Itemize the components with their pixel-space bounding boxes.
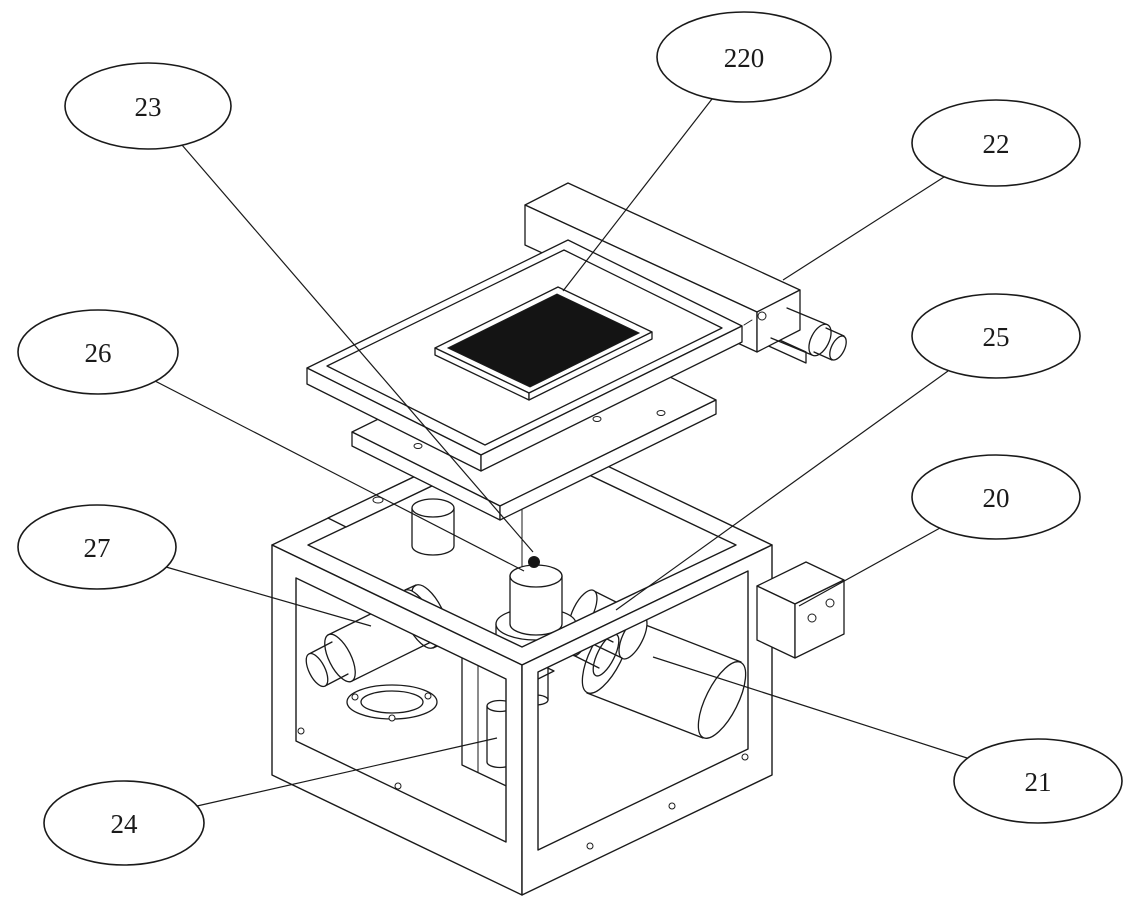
leader-line-27 [165, 566, 372, 627]
callout-label-22: 22 [983, 129, 1010, 159]
leader-line-20 [798, 527, 941, 607]
support-cylinder [411, 498, 455, 556]
callout-20: 20 [911, 454, 1081, 540]
callout-label-220: 220 [724, 43, 765, 73]
callout-21: 21 [953, 738, 1123, 824]
callout-22: 22 [911, 99, 1081, 187]
block-knob [829, 335, 847, 361]
leader-line-21 [652, 656, 968, 759]
callout-ellipse-23 [64, 62, 232, 150]
callout-27: 27 [17, 504, 177, 590]
callout-ellipse-22 [911, 99, 1081, 187]
callout-label-26: 26 [85, 338, 112, 368]
machine-drawing [271, 182, 847, 896]
callout-ellipse-27 [17, 504, 177, 590]
leader-line-220 [562, 98, 713, 292]
spindle-bolt [528, 556, 540, 568]
side-block [756, 561, 845, 659]
leader-lines [154, 98, 968, 807]
leader-line-25 [615, 370, 949, 611]
callout-label-27: 27 [84, 533, 111, 563]
dark-panel [446, 293, 641, 388]
callout-23: 23 [64, 62, 232, 150]
callout-26: 26 [17, 309, 179, 395]
callouts: 23 220 22 26 25 27 20 24 [17, 11, 1123, 866]
callout-ellipse-20 [911, 454, 1081, 540]
leader-line-26 [154, 380, 525, 572]
callout-24: 24 [43, 780, 205, 866]
callout-ellipse-25 [911, 293, 1081, 379]
leader-line-23 [181, 144, 534, 553]
callout-220: 220 [656, 11, 832, 103]
frame-right-face [521, 544, 773, 896]
leader-line-22 [782, 176, 945, 281]
leader-line-24 [196, 737, 498, 807]
callout-25: 25 [911, 293, 1081, 379]
callout-ellipse-21 [953, 738, 1123, 824]
panel-assembly [434, 286, 653, 401]
callout-ellipse-220 [656, 11, 832, 103]
callout-label-24: 24 [111, 809, 139, 839]
callout-label-23: 23 [135, 92, 162, 122]
callout-label-21: 21 [1025, 767, 1052, 797]
callout-label-20: 20 [983, 483, 1010, 513]
callout-ellipse-26 [17, 309, 179, 395]
callout-label-25: 25 [983, 322, 1010, 352]
callout-ellipse-24 [43, 780, 205, 866]
